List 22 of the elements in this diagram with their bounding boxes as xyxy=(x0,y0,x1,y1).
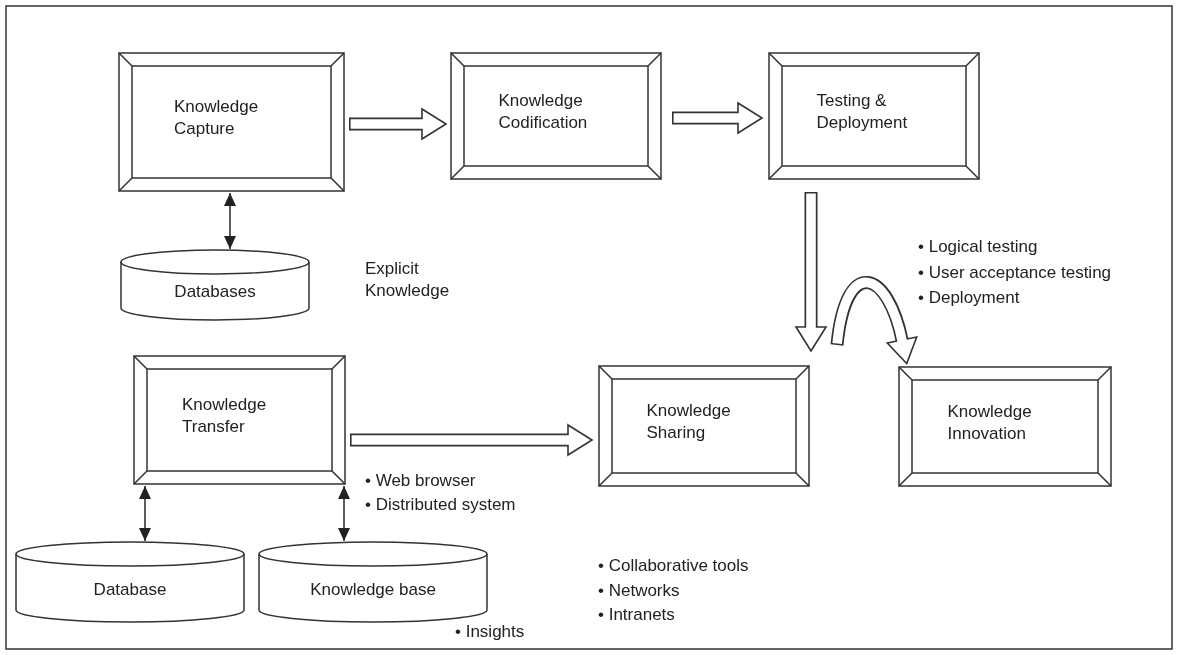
bullet-item: • Web browser xyxy=(365,470,476,492)
node-label: Knowledge Codification xyxy=(498,89,589,134)
node-label: Knowledge Capture xyxy=(174,95,260,140)
bullet-item: • Networks xyxy=(598,580,680,602)
bullet-item: • Deployment xyxy=(918,287,1020,309)
node-label: Knowledge base xyxy=(310,579,436,601)
node-label: Knowledge Innovation xyxy=(947,400,1033,445)
annotation: Explicit Knowledge xyxy=(365,258,451,302)
bullet-item: • Intranets xyxy=(598,604,675,626)
node-label: Database xyxy=(93,579,167,601)
bullet-item: • Logical testing xyxy=(918,236,1038,258)
node-label: Knowledge Sharing xyxy=(646,399,732,444)
bullet-item: • Collaborative tools xyxy=(598,555,749,577)
bullet-item: • User acceptance testing xyxy=(918,262,1112,284)
bullet-item: • Distributed system xyxy=(365,494,516,516)
node-label: Testing & Deployment xyxy=(816,89,909,134)
node-label: Knowledge Transfer xyxy=(182,393,268,438)
double-arrow xyxy=(139,485,151,542)
double-arrow xyxy=(224,192,236,250)
double-arrow xyxy=(338,485,350,542)
node-label: Databases xyxy=(174,281,256,303)
bullet-item: • Insights xyxy=(455,621,525,643)
